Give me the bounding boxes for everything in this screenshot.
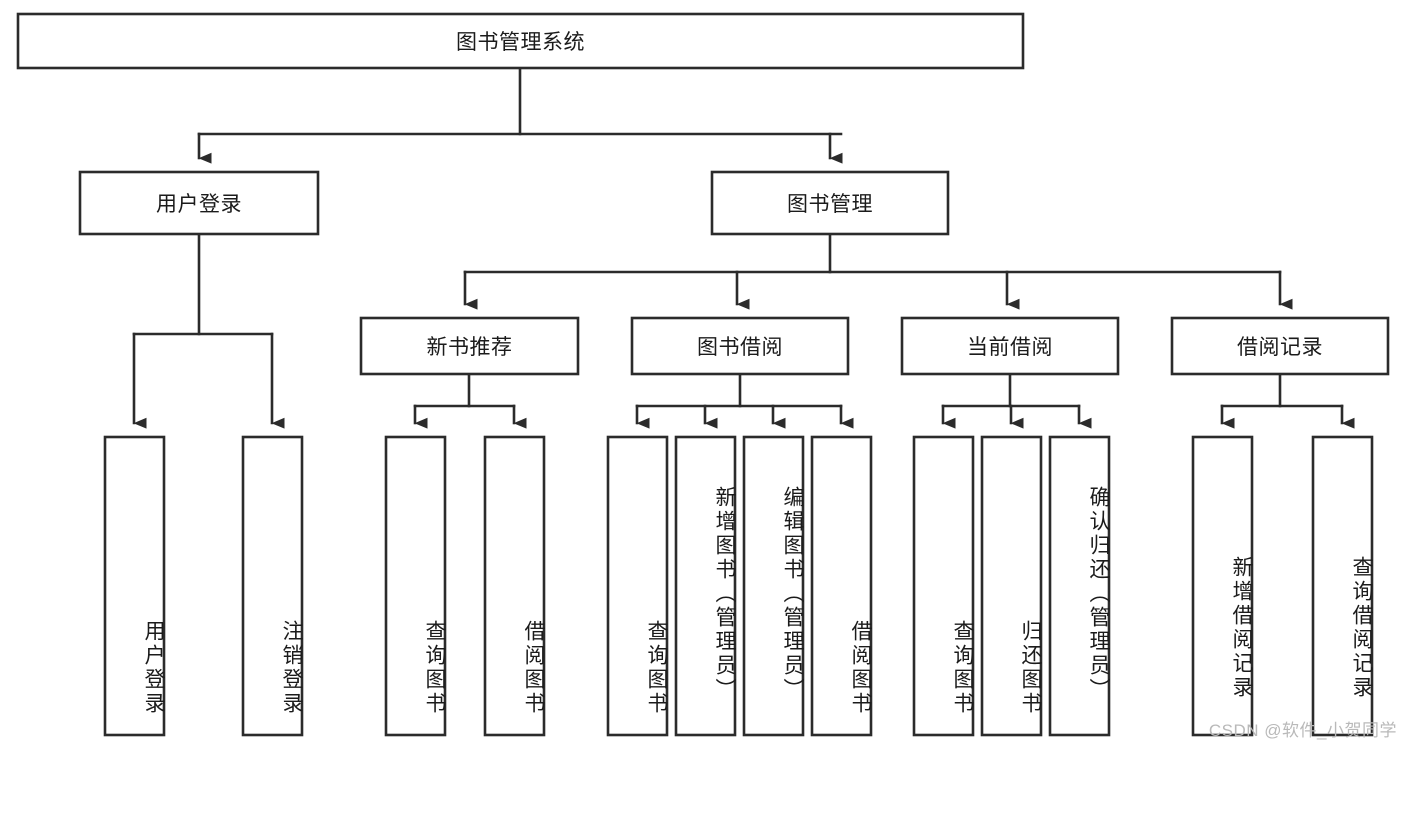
connector-new-book-recommend-to-leaves xyxy=(413,372,527,429)
diagram-canvas: 图书管理系统 用户登录 图书管理 新书推荐 图书借阅 当前借阅 借阅记录 用户登… xyxy=(16,12,1396,740)
connector-current-borrow-to-leaves xyxy=(941,372,1092,429)
node-box-leaf-confirm-return[interactable] xyxy=(1048,435,1111,737)
node-box-leaf-query-borrow-record[interactable] xyxy=(1311,435,1374,737)
node-box-user-login[interactable] xyxy=(78,170,320,236)
connector-borrow-record-to-leaves xyxy=(1220,372,1355,429)
node-box-leaf-add-borrow-record[interactable] xyxy=(1191,435,1254,737)
node-box-book-management[interactable] xyxy=(710,170,950,236)
node-box-leaf-edit-book[interactable] xyxy=(742,435,805,737)
connector-root-to-level1 xyxy=(197,66,843,164)
connector-book-borrow-to-leaves xyxy=(635,372,854,429)
node-box-root[interactable] xyxy=(16,12,1025,70)
node-box-borrow-record[interactable] xyxy=(1170,316,1390,376)
node-box-leaf-return-book[interactable] xyxy=(980,435,1043,737)
node-box-leaf-query-book-borrow[interactable] xyxy=(606,435,669,737)
connector-book-management-to-level2 xyxy=(463,232,1293,310)
node-box-current-borrow[interactable] xyxy=(900,316,1120,376)
node-box-leaf-user-login[interactable] xyxy=(103,435,166,737)
node-box-leaf-borrow-book-recommend[interactable] xyxy=(483,435,546,737)
node-box-leaf-query-book-current[interactable] xyxy=(912,435,975,737)
node-box-leaf-query-book-recommend[interactable] xyxy=(384,435,447,737)
node-box-new-book-recommend[interactable] xyxy=(359,316,580,376)
diagram-connectors-layer xyxy=(16,12,1390,737)
node-box-leaf-add-book[interactable] xyxy=(674,435,737,737)
node-box-book-borrow[interactable] xyxy=(630,316,850,376)
connector-user-login-to-leaves xyxy=(132,232,285,429)
node-box-leaf-logout-login[interactable] xyxy=(241,435,304,737)
node-box-leaf-borrow-book[interactable] xyxy=(810,435,873,737)
